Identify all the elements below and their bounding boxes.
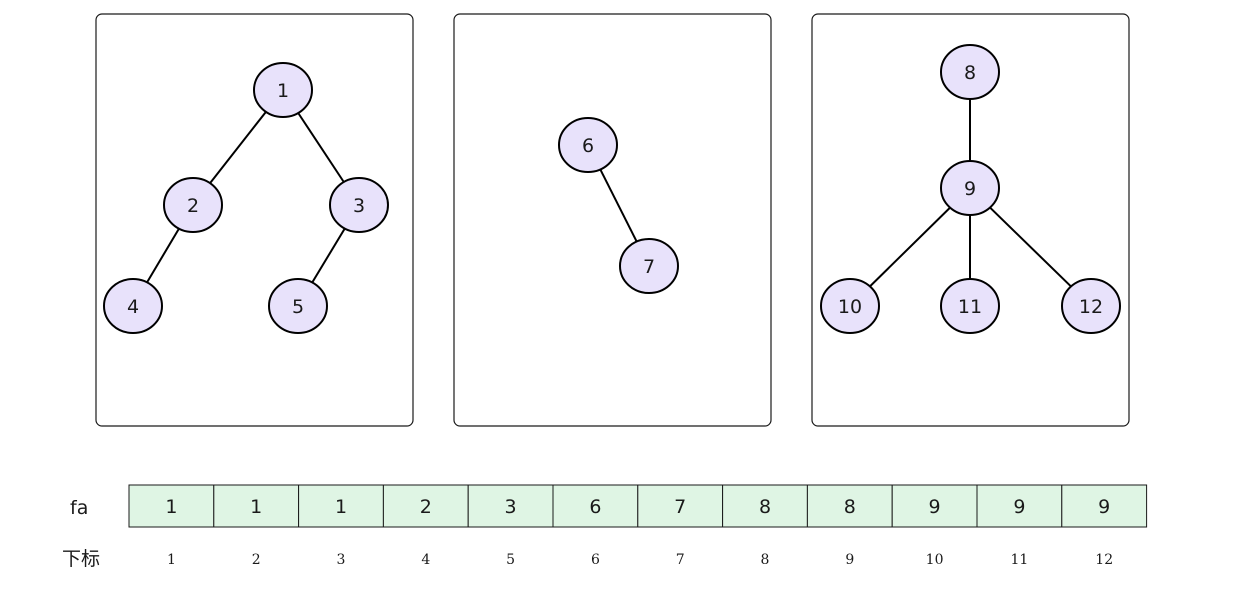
fa-cell-box: [806, 484, 893, 528]
fa-cell-12: 9: [1061, 484, 1148, 528]
tree-node-2: 2: [163, 177, 223, 233]
index-label-11: 11: [1010, 552, 1028, 568]
tree-node-8: 8: [940, 44, 1000, 100]
tree-node-label: 5: [292, 296, 304, 318]
tree-node-7: 7: [619, 238, 679, 294]
fa-cell-value: 7: [674, 496, 686, 518]
fa-cell-value: 9: [929, 496, 941, 518]
fa-cell-box: [722, 484, 808, 528]
tree-node-circle: [1061, 278, 1121, 334]
index-label-9: 9: [845, 552, 854, 568]
edge-3-5: [311, 228, 346, 283]
index-label-2: 2: [252, 552, 261, 568]
index-label-7: 7: [676, 552, 685, 568]
fa-cell-value: 1: [165, 496, 177, 518]
tree-node-circle: [619, 238, 679, 294]
fa-cell-box: [552, 484, 639, 528]
fa-cell-value: 9: [1013, 496, 1025, 518]
fa-cell-value: 1: [250, 496, 262, 518]
tree-node-label: 8: [964, 62, 976, 84]
tree-node-circle: [558, 117, 618, 173]
index-label-5: 5: [506, 552, 515, 568]
tree-node-label: 7: [643, 256, 655, 278]
tree-node-1: 1: [253, 62, 313, 118]
edge-1-3: [297, 112, 345, 183]
tree-node-label: 4: [127, 296, 139, 318]
tree-node-12: 12: [1061, 278, 1121, 334]
tree-node-label: 3: [353, 195, 365, 217]
edge-9-12: [989, 206, 1072, 288]
fa-cell-9: 8: [806, 484, 893, 528]
tree-node-label: 12: [1079, 296, 1103, 318]
edge-9-10: [869, 206, 951, 288]
fa-cell-value: 6: [589, 496, 601, 518]
tree-node-circle: [253, 62, 313, 118]
tree-node-5: 5: [268, 278, 328, 334]
fa-cell-4: 2: [382, 484, 469, 528]
fa-cell-box: [298, 484, 384, 528]
tree-node-circle: [820, 278, 880, 334]
fa-cell-1: 1: [128, 484, 215, 528]
fa-cell-7: 7: [637, 484, 724, 528]
fa-cell-6: 6: [552, 484, 639, 528]
index-row-label: 下标: [62, 548, 100, 570]
tree-node-label: 1: [277, 80, 289, 102]
tree-node-circle: [268, 278, 328, 334]
tree-node-label: 2: [187, 195, 199, 217]
tree-node-label: 11: [958, 296, 982, 318]
index-label-1: 1: [167, 552, 176, 568]
fa-cell-value: 8: [844, 496, 856, 518]
index-label-6: 6: [591, 552, 600, 568]
fa-cell-11: 9: [976, 484, 1063, 528]
tree-node-circle: [163, 177, 223, 233]
fa-cell-value: 1: [335, 496, 347, 518]
tree-node-3: 3: [329, 177, 389, 233]
edge-6-7: [599, 168, 638, 243]
edge-2-4: [146, 228, 180, 283]
tree-node-label: 6: [582, 135, 594, 157]
array-row-label: fa: [70, 497, 88, 519]
tree-node-circle: [329, 177, 389, 233]
index-label-4: 4: [421, 552, 430, 568]
tree-node-circle: [940, 160, 1000, 216]
fa-cell-3: 1: [298, 484, 384, 528]
tree-node-label: 10: [838, 296, 862, 318]
tree-node-4: 4: [103, 278, 163, 334]
fa-cell-value: 2: [420, 496, 432, 518]
tree-node-label: 9: [964, 178, 976, 200]
fa-cell-2: 1: [213, 484, 300, 528]
index-label-8: 8: [761, 552, 770, 568]
tree-node-circle: [940, 44, 1000, 100]
tree-node-circle: [103, 278, 163, 334]
fa-cell-10: 9: [891, 484, 978, 528]
fa-cell-box: [213, 484, 300, 528]
fa-cell-box: [1061, 484, 1148, 528]
edges-layer: [146, 99, 1072, 288]
tree-node-11: 11: [940, 278, 1000, 334]
fa-cell-8: 8: [722, 484, 808, 528]
index-label-10: 10: [926, 552, 944, 568]
index-label-3: 3: [337, 552, 346, 568]
tree-node-circle: [940, 278, 1000, 334]
fa-cell-5: 3: [467, 484, 554, 528]
tree-panel-2: [453, 13, 772, 427]
fa-cell-value: 9: [1098, 496, 1110, 518]
fa-array: 1 1 1 2 3 6 7 8 8 9 9 9: [128, 484, 1148, 528]
fa-cell-value: 3: [505, 496, 517, 518]
fa-cell-box: [976, 484, 1063, 528]
edge-1-2: [209, 111, 267, 184]
tree-panel-1: [95, 13, 414, 427]
tree-node-10: 10: [820, 278, 880, 334]
tree-node-9: 9: [940, 160, 1000, 216]
fa-cell-value: 8: [759, 496, 771, 518]
tree-node-6: 6: [558, 117, 618, 173]
index-label-12: 12: [1095, 552, 1113, 568]
